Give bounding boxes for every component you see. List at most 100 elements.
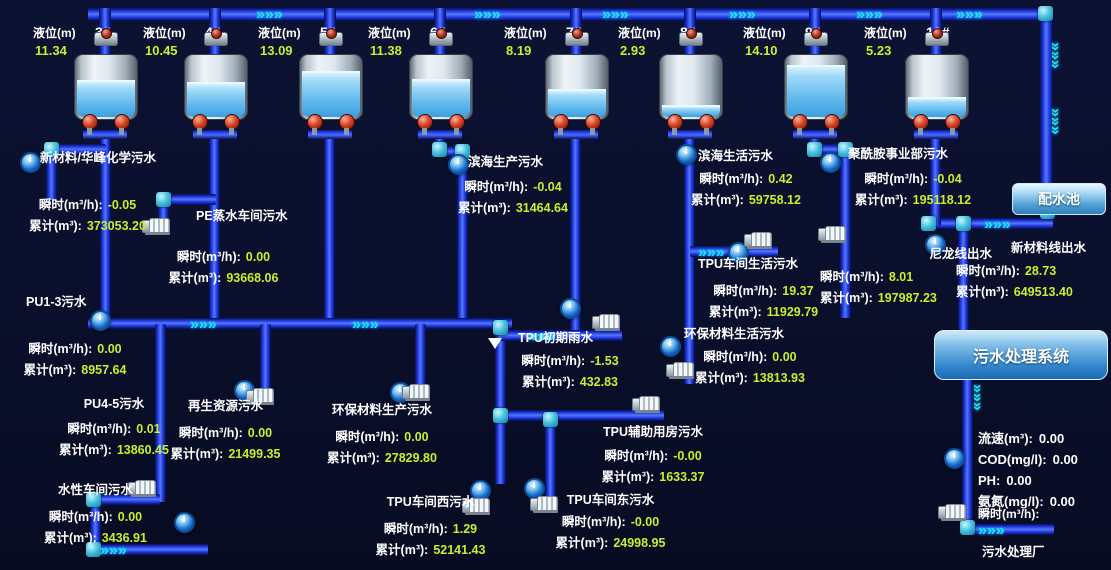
pipe-bottom-left — [90, 544, 208, 555]
meter-tpu-west: TPU车间西污水 瞬时(m³/h):1.29 累计(m³):52141.43 — [348, 494, 513, 561]
meter-title: 滨海生产污水 — [468, 155, 544, 169]
pressure-gauge-icon — [925, 234, 946, 255]
tank-liquid — [662, 105, 720, 117]
meter-total-line: 累计(m³):432.83 — [522, 375, 618, 389]
meter-inst-line: 瞬时(m³/h):0.00 — [28, 342, 122, 356]
meter-total-line: 累计(m³):649513.40 — [956, 285, 1073, 299]
tank-inlet-valve — [94, 28, 118, 46]
tank-outlet-valve-icon — [667, 114, 683, 135]
stat-nh3: 氨氮(mg/l):0.00 — [978, 494, 1076, 509]
meter-inst-line: 瞬时(m³/h):0.42 — [699, 172, 793, 186]
distribution-pool-button[interactable]: 配水池 — [1012, 183, 1106, 215]
pressure-gauge-icon — [728, 242, 749, 263]
flow-arrow-icon — [190, 319, 217, 330]
pipe-tpu-rain-h — [500, 330, 622, 341]
meter-inst-line: 瞬时(m³/h):19.37 — [713, 284, 814, 298]
pipe-tpu-aux-h — [500, 410, 664, 421]
pipe-xincailiao-v — [46, 144, 57, 200]
meter-total-line: 累计(m³):27829.80 — [327, 451, 437, 465]
flow-arrow-icon — [984, 219, 1011, 230]
pipe-tank8-drop — [684, 134, 695, 384]
tank-level-label: 液位(m) — [368, 26, 411, 40]
tank-outlet-valve-icon — [945, 114, 961, 135]
meter-total-line: 累计(m³):3436.91 — [44, 531, 147, 545]
tank-level-value: 8.19 — [506, 43, 532, 58]
meter-title: 再生资源污水 — [187, 399, 263, 413]
tank-inlet-valve — [679, 28, 703, 46]
meter-inst-line: 瞬时(m³/h):-0.04 — [864, 172, 962, 186]
stat-cod: COD(mg/l):0.00 — [978, 452, 1078, 467]
meter-inst-line: 瞬时(m³/h):0.00 — [176, 250, 271, 264]
meter-title: TPU辅助用房污水 — [602, 425, 703, 439]
meter-title: 聚酰胺事业部污水 — [848, 147, 949, 161]
tank-8: 液位(m) 2.93 8# — [610, 8, 770, 172]
tank-level-value: 13.09 — [260, 43, 293, 58]
pipe-tee — [921, 216, 936, 231]
meter-total-line: 累计(m³):31464.64 — [458, 201, 568, 215]
meter-title: TPU车间东污水 — [566, 493, 655, 507]
tank-inlet-valve — [565, 28, 589, 46]
tank-level-label: 液位(m) — [258, 26, 301, 40]
pipe-pu45-line — [155, 324, 166, 502]
meter-inst-line: 瞬时(m³/h):-0.00 — [561, 515, 660, 529]
tank-outlet-valve-icon — [585, 114, 601, 135]
meter-binhai-prod: 滨海生产污水 瞬时(m³/h):-0.04 累计(m³):31464.64 — [438, 154, 588, 219]
tank-body — [299, 54, 363, 120]
pump-icon — [938, 502, 968, 521]
tank-outlet-manifold — [193, 130, 237, 139]
pressure-gauge-icon — [174, 512, 195, 533]
pipe-cross-line — [495, 324, 506, 484]
flow-arrow-icon — [1050, 42, 1061, 69]
meter-total-line: 累计(m³):11929.79 — [708, 305, 819, 319]
meter-total-line: 累计(m³):93668.06 — [168, 271, 279, 285]
water-quality-stats: 流速(m³):0.00 COD(mg/l):0.00 PH:0.00 氨氮(mg… — [978, 428, 1078, 512]
flow-arrow-icon — [602, 9, 629, 20]
flow-down-arrow-icon — [488, 338, 502, 349]
stat-flow: 流速(m³):0.00 — [978, 431, 1065, 446]
meter-inst-line: 瞬时(m³/h):0.00 — [335, 430, 429, 444]
meter-inst-line: 瞬时(m³/h):28.73 — [956, 264, 1057, 278]
tank-level-value: 14.10 — [745, 43, 778, 58]
meter-title: TPU车间生活污水 — [698, 257, 799, 271]
flow-arrow-icon — [256, 9, 283, 20]
meter-inst-line: 瞬时(m³/h):-0.04 — [464, 180, 562, 194]
tank-outlet-manifold — [418, 130, 462, 139]
pump-icon — [818, 224, 848, 243]
pipe-elbow — [156, 192, 171, 207]
meter-total-line: 累计(m³):24998.95 — [555, 536, 666, 550]
pump-icon — [666, 360, 696, 379]
meter-tpu-rain: TPU初期雨水 瞬时(m³/h):-1.53 累计(m³):432.83 — [494, 330, 646, 393]
pipe-to-system — [958, 224, 969, 334]
pump-icon — [246, 386, 276, 405]
treatment-plant-label: 污水处理厂 — [982, 545, 1045, 559]
tank-outlet-manifold — [914, 130, 958, 139]
meter-total-line: 累计(m³):21499.35 — [170, 447, 281, 461]
tank-outlet-valve-icon — [307, 114, 323, 135]
tank-liquid — [908, 97, 966, 117]
tank-body — [184, 54, 248, 120]
pipe-elbow — [86, 542, 101, 557]
tank-inlet-valve — [429, 28, 453, 46]
flow-arrow-icon — [856, 9, 883, 20]
pressure-gauge-icon — [560, 298, 581, 319]
tank-level-label: 液位(m) — [33, 26, 76, 40]
meter-pe: PE蒸水车间污水 瞬时(m³/h):0.00 累计(m³):93668.06 — [146, 208, 301, 289]
pipe-below-system — [962, 376, 973, 532]
meter-huanbao-prod: 环保材料生产污水 瞬时(m³/h):0.00 累计(m³):27829.80 — [298, 402, 466, 469]
tank-9: 液位(m) 14.10 9# — [735, 8, 895, 172]
pipe-shuixing-v — [90, 494, 101, 550]
tank-5: 液位(m) 13.09 5# — [250, 8, 410, 172]
pressure-gauge-icon — [944, 448, 965, 469]
pipe-tpu-east-line — [545, 416, 556, 504]
pressure-gauge-icon — [820, 152, 841, 173]
meter-title: PE蒸水车间污水 — [196, 209, 288, 223]
pressure-gauge-icon — [20, 152, 41, 173]
pressure-gauge-icon — [676, 144, 697, 165]
tank-level-label: 液位(m) — [618, 26, 661, 40]
pipe-xincailiao-h — [46, 144, 106, 155]
tank-3: 液位(m) 11.34 3# — [25, 8, 185, 172]
pipe-tank4-drop — [209, 134, 220, 326]
tank-outlet-manifold — [83, 130, 127, 139]
treatment-system-button[interactable]: 污水处理系统 — [934, 330, 1108, 380]
pipe-tank9-drop-a — [809, 134, 820, 148]
